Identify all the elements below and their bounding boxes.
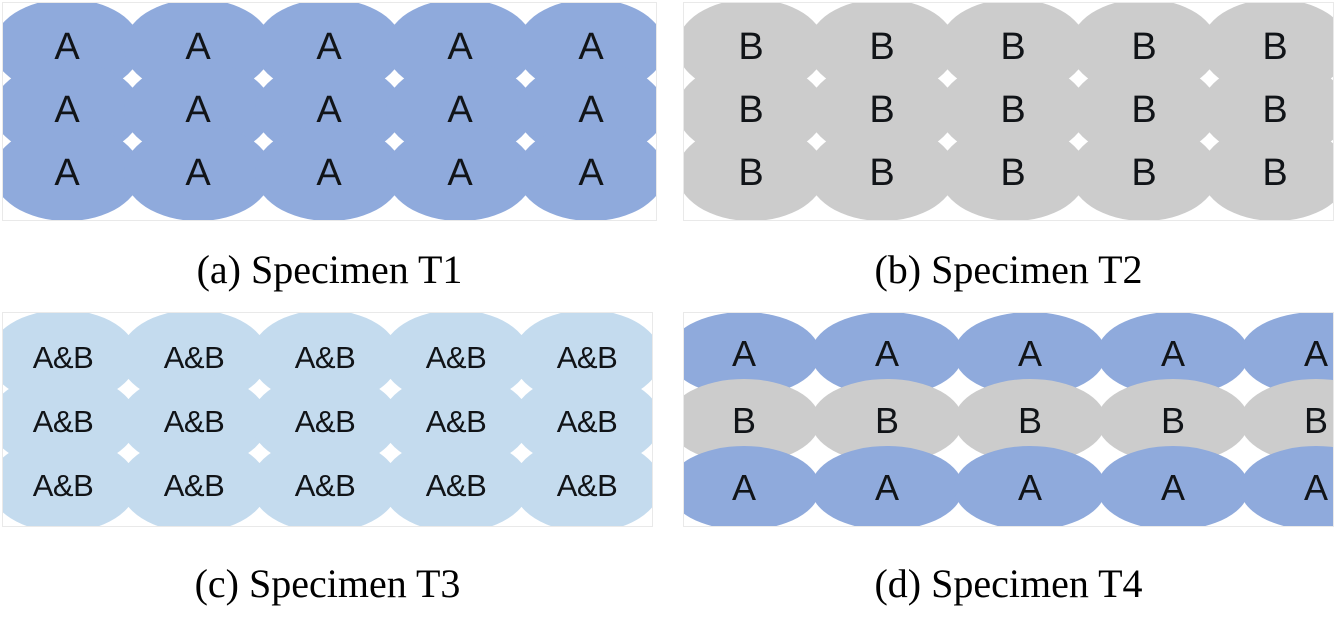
specimen-unit-a-r3c3: A bbox=[255, 125, 403, 220]
specimen-unit-c-r3c2: A&B bbox=[120, 438, 268, 526]
specimen-unit-a-r3c4: A bbox=[386, 125, 534, 220]
specimen-unit-d-r3c1: A bbox=[684, 446, 820, 526]
specimen-unit-a-r3c2: A bbox=[124, 125, 272, 220]
specimen-unit-b-r3c3: B bbox=[939, 125, 1087, 220]
specimen-unit-c-r3c4: A&B bbox=[382, 438, 530, 526]
specimen-unit-a-r3c1: A bbox=[3, 125, 141, 220]
specimen-unit-b-r3c4: B bbox=[1070, 125, 1218, 220]
caption-specimen-t3: (c) Specimen T3 bbox=[194, 561, 461, 606]
specimen-unit-d-r1c2: A bbox=[811, 313, 963, 396]
specimen-unit-d-r3c3: A bbox=[954, 446, 1106, 526]
specimen-unit-d-r3c5: A bbox=[1240, 446, 1333, 526]
specimen-unit-d-r3c2: A bbox=[811, 446, 963, 526]
specimen-unit-a-r3c5: A bbox=[517, 125, 656, 220]
specimen-unit-c-r3c1: A&B bbox=[3, 438, 137, 526]
specimen-unit-b-r3c1: B bbox=[684, 125, 825, 220]
specimen-unit-c-r3c5: A&B bbox=[513, 438, 652, 526]
specimen-unit-b-r3c5: B bbox=[1201, 125, 1333, 220]
caption-specimen-t4: (d) Specimen T4 bbox=[874, 561, 1143, 606]
caption-specimen-t1: (a) Specimen T1 bbox=[196, 247, 463, 292]
specimen-unit-d-r3c4: A bbox=[1097, 446, 1249, 526]
caption-specimen-t2: (b) Specimen T2 bbox=[874, 247, 1143, 292]
specimen-unit-c-r3c3: A&B bbox=[251, 438, 399, 526]
specimen-unit-b-r3c2: B bbox=[808, 125, 956, 220]
